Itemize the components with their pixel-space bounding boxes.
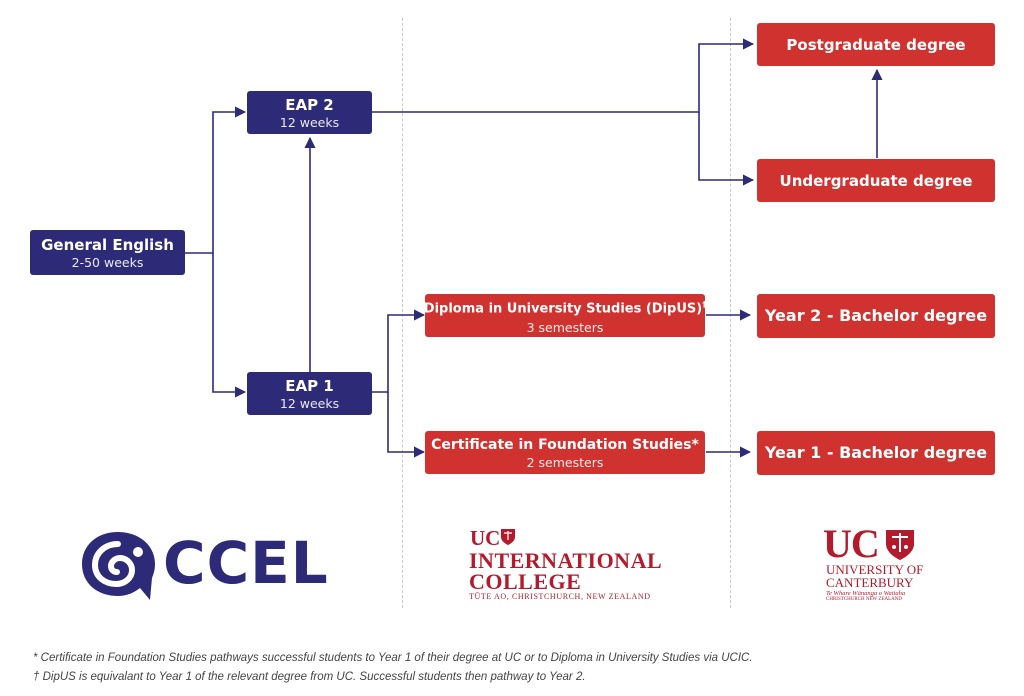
uc-crest-icon	[886, 530, 914, 560]
ccel-wordmark: CCEL	[163, 529, 329, 597]
eap1-title: EAP 1	[285, 376, 334, 395]
eap1-duration: 12 weeks	[279, 395, 340, 411]
eap2-duration: 12 weeks	[279, 114, 340, 130]
ucic-line-location: TŪTE AO, CHRISTCHURCH, NEW ZEALAND	[469, 592, 651, 601]
ucic-line-international: INTERNATIONAL	[469, 548, 663, 573]
uc-crest-icon	[501, 529, 515, 545]
column-divider	[730, 18, 731, 608]
ucan-uc-mark: UC	[823, 521, 880, 566]
general-english-title: General English	[41, 235, 174, 254]
eap2-title: EAP 2	[285, 95, 334, 114]
footnote-cfs: * Certificate in Foundation Studies path…	[33, 652, 753, 664]
ucan-line-location: CHRISTCHURCH NEW ZEALAND	[826, 597, 903, 602]
dipus-title: Diploma in University Studies (DipUS)†	[424, 296, 706, 318]
footnote-dipus: † DipUS is equivalant to Year 1 of the r…	[33, 671, 586, 683]
undergraduate-box[interactable]: Undergraduate degree	[757, 159, 995, 202]
ucan-line-maori: Te Whare Wānanga o Waitaha	[826, 590, 906, 597]
dipus-duration: 3 semesters	[526, 319, 604, 335]
cfs-title: Certificate in Foundation Studies*	[431, 436, 699, 453]
arrow-eap1-to-dipus	[372, 309, 426, 393]
dipus-box[interactable]: Diploma in University Studies (DipUS)† 3…	[424, 294, 706, 337]
postgraduate-title: Postgraduate degree	[786, 35, 966, 54]
year2-title: Year 2 - Bachelor degree	[764, 306, 988, 325]
cfs-box[interactable]: Certificate in Foundation Studies* 2 sem…	[425, 431, 705, 474]
ccel-koru-icon	[82, 532, 155, 600]
dipus-title-text: Diploma in University Studies (DipUS)	[423, 301, 703, 317]
ucan-line-canterbury: CANTERBURY	[826, 575, 914, 590]
arrow-eap2-to-postgraduate	[372, 38, 755, 113]
cfs-duration: 2 semesters	[526, 454, 604, 470]
dipus-dagger: †	[702, 300, 707, 310]
column-divider	[402, 18, 403, 608]
arrow-general-to-eap1	[212, 253, 247, 398]
general-english-box[interactable]: General English 2-50 weeks	[30, 230, 185, 275]
arrow-general-to-eap2	[185, 106, 247, 254]
undergraduate-title: Undergraduate degree	[779, 171, 973, 190]
arrow-eap1-to-cfs	[387, 392, 426, 458]
eap2-box[interactable]: EAP 2 12 weeks	[247, 91, 372, 134]
general-english-duration: 2-50 weeks	[71, 254, 144, 270]
ucic-line-college: COLLEGE	[469, 569, 582, 594]
year2-box[interactable]: Year 2 - Bachelor degree	[757, 294, 995, 338]
eap1-box[interactable]: EAP 1 12 weeks	[247, 372, 372, 415]
year1-box[interactable]: Year 1 - Bachelor degree	[757, 431, 995, 475]
postgraduate-box[interactable]: Postgraduate degree	[757, 23, 995, 66]
ucic-uc-mark: UC	[470, 526, 501, 550]
year1-title: Year 1 - Bachelor degree	[764, 443, 988, 462]
arrow-eap2-to-undergraduate	[698, 112, 755, 186]
ucan-line-university: UNIVERSITY OF	[826, 562, 924, 577]
